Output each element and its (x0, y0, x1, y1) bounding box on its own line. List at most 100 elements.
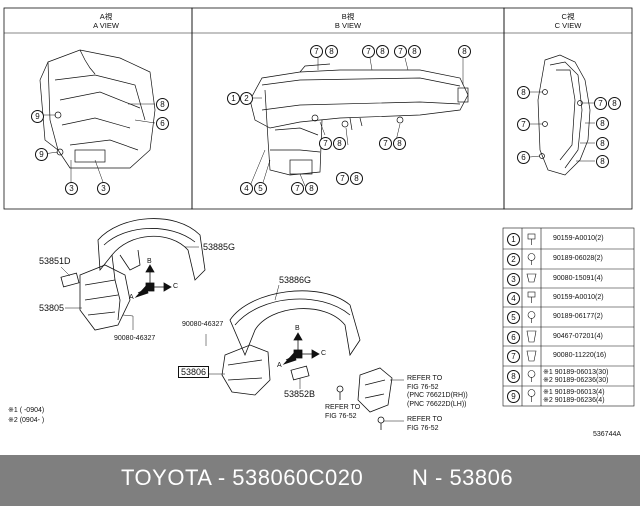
footer-part-number: TOYOTA - 538060C020 (121, 465, 364, 490)
b-view-title-jp: B視 (341, 12, 355, 21)
right-liner-drawing (221, 290, 361, 396)
table-row-part-alt: ※2 90189-06236(4) (543, 397, 605, 404)
arrow-label-c-right: C (321, 350, 327, 357)
c-view-title: C視 C VIEW (536, 12, 600, 30)
c-view-frame (503, 7, 633, 210)
callout-b-15: 4 (240, 182, 253, 195)
arrow-label-a-left: A (129, 294, 134, 301)
callout-b-1: 8 (325, 45, 338, 58)
callout-b-6: 8 (458, 45, 471, 58)
table-row-part: 90080-15091(4) (553, 274, 603, 282)
table-row-part: ※1 90189-06013(4) (543, 389, 605, 396)
refer-right-top-line1: REFER TO (407, 375, 443, 382)
clip-icon-8 (527, 370, 536, 382)
table-row-part: 90159-A0010(2) (553, 293, 604, 301)
table-row-part: 90080-11220(16) (553, 352, 607, 359)
arrow-label-b-left: B (147, 258, 152, 265)
callout-b-2: 7 (362, 45, 375, 58)
note-1: ※1 ( -0904) (8, 407, 45, 414)
callout-c-7: 8 (596, 155, 609, 168)
callout-b-17: 7 (291, 182, 304, 195)
a-view-title-en: A VIEW (93, 21, 119, 30)
callout-c-6: 6 (517, 151, 530, 164)
bracket-drawing (336, 367, 393, 430)
left-direction-arrows (134, 264, 172, 298)
callout-b-12: 8 (393, 137, 406, 150)
callout-b-7: 1 (227, 92, 240, 105)
callout-b-9: 7 (319, 137, 332, 150)
table-row-number: 8 (507, 370, 520, 383)
callout-c-2: 8 (608, 97, 621, 110)
clip-icon-1 (527, 233, 536, 245)
b-view-title: B視 B VIEW (316, 12, 380, 30)
callout-c-3: 8 (596, 117, 609, 130)
a-view-title-jp: A視 (99, 12, 113, 21)
left-liner-drawing (60, 218, 206, 331)
callout-a-1: 8 (156, 98, 169, 111)
table-row-number: 3 (507, 272, 520, 286)
right-direction-arrows (282, 332, 320, 365)
part-label-53851d: 53851D (39, 256, 71, 266)
callout-b-5: 8 (408, 45, 421, 58)
figure-code: 536744A (593, 431, 622, 438)
refer-right-bottom: REFER TO FIG 76-52 (407, 416, 442, 433)
callout-a-0: 9 (31, 110, 44, 123)
refer-right-bottom-line2: FIG 76-52 (407, 424, 439, 432)
arrow-label-b-right: B (295, 325, 300, 332)
parts-table-grid (502, 227, 635, 407)
clip-icon-4 (527, 291, 536, 303)
table-row-part: 90189-06177(2) (553, 313, 603, 320)
callout-b-16: 5 (254, 182, 267, 195)
clip-icon-2 (527, 253, 536, 265)
refer-right-bottom-line1: REFER TO (407, 416, 443, 423)
callout-b-13: 7 (336, 172, 349, 185)
refer-right-top-line4: (PNC 76622D(LH)) (407, 400, 467, 408)
callout-b-3: 8 (376, 45, 389, 58)
table-row-number: 4 (507, 291, 520, 305)
table-row-number: 6 (507, 330, 520, 344)
table-row-part: 90467-07201(4) (553, 332, 603, 340)
a-view-drawing (39, 49, 156, 169)
clip-icon-6 (526, 330, 537, 343)
part-label-53805: 53805 (39, 303, 65, 313)
table-row-number: 7 (507, 350, 520, 363)
part-label-53852b: 53852B (284, 389, 316, 399)
arrow-label-a-right: A (277, 362, 282, 369)
callout-c-5: 8 (596, 137, 609, 150)
b-view-title-en: B VIEW (334, 21, 362, 30)
callout-b-11: 7 (379, 137, 392, 150)
callout-c-4: 7 (517, 118, 530, 131)
refer-right-top-line2: FIG 76-52 (407, 383, 439, 391)
table-row-part: 90159-A0010(2) (553, 234, 604, 242)
callout-b-10: 8 (333, 137, 346, 150)
table-row-number: 2 (507, 253, 520, 266)
table-row-number: 1 (507, 232, 520, 246)
part-label-53886g: 53886G (279, 275, 312, 285)
callout-c-0: 8 (517, 86, 530, 99)
table-row-part-alt: ※2 90189-06236(30) (543, 377, 609, 384)
part-label-53885g: 53885G (203, 242, 236, 252)
note-2: ※2 (0904- ) (8, 417, 45, 424)
refer-right-top-line3: (PNC 76621D(RH)) (407, 392, 468, 399)
table-row-number: 9 (507, 390, 520, 403)
c-view-drawing (537, 54, 591, 176)
c-view-title-jp: C視 (561, 12, 575, 21)
c-view-title-en: C VIEW (554, 21, 582, 30)
diagram-canvas (3, 7, 635, 430)
callout-b-18: 8 (305, 182, 318, 195)
callout-a-2: 6 (156, 117, 169, 130)
refer-right-top: REFER TO FIG 76-52 (PNC 76621D(RH)) (PNC… (407, 375, 468, 409)
part-label-90080-mid: 90080-46327 (182, 321, 224, 328)
refer-left-line2: FIG 76-52 (325, 412, 357, 420)
clip-icon-5 (527, 311, 536, 323)
callout-b-0: 7 (310, 45, 323, 58)
footer-bar: TOYOTA - 538060C020 N - 53806 (0, 455, 640, 506)
callout-b-4: 7 (394, 45, 407, 58)
callout-c-1: 7 (594, 97, 607, 110)
callout-a-3: 9 (35, 148, 48, 161)
refer-left: REFER TO FIG 76-52 (325, 404, 360, 421)
part-label-90080-left: 90080-46327 (114, 335, 156, 342)
a-view-title: A視 A VIEW (74, 12, 138, 30)
clip-icon-3 (526, 273, 537, 283)
table-row-part: 90189-06028(2) (553, 255, 603, 262)
